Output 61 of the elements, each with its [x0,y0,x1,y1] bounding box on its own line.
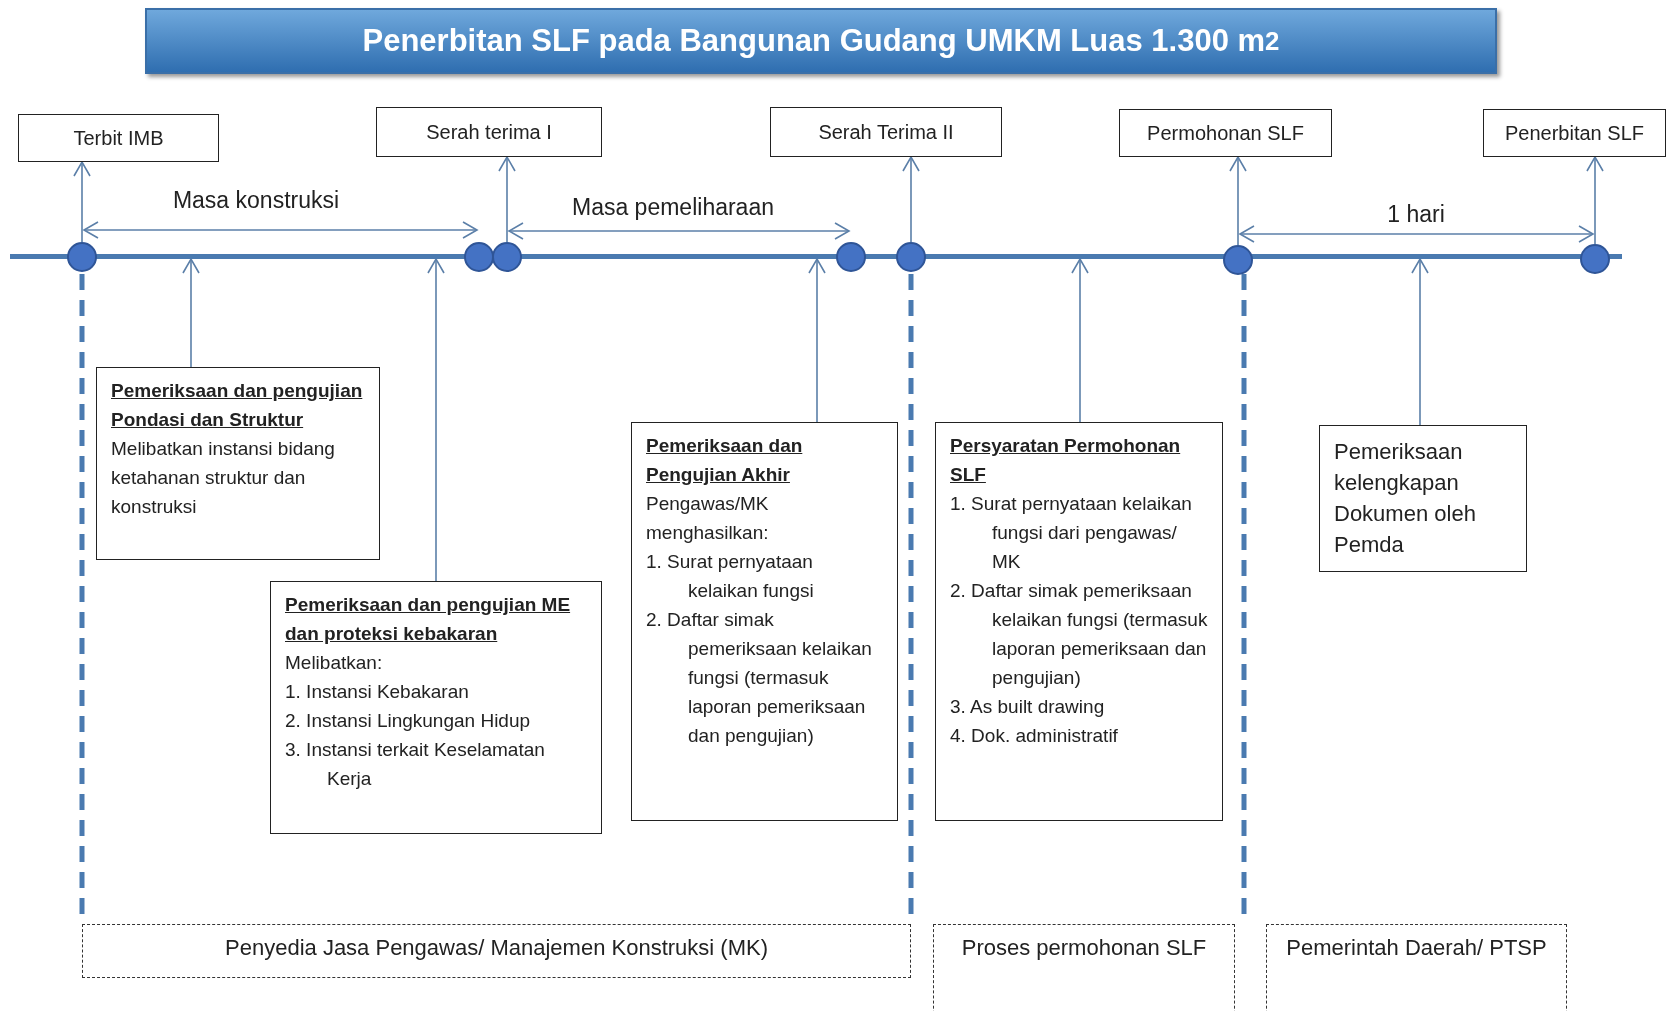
responsible-party-box [82,924,911,978]
list-item: 2. Daftar simak pemeriksaan kelaikan fungsi (termasuk laporan pemeriksaan dan pengujian) [646,608,873,748]
span-arrow [508,222,850,240]
activity-heading: Pemeriksaan dan pengujian Pondasi dan Struktur [111,379,364,432]
milestone-label: Terbit IMB [73,126,164,150]
timeline-dot [1223,245,1253,275]
activity-box [270,581,602,834]
activity-box [631,422,898,821]
activity-text: Pemeriksaan kelengkapan Dokumen oleh Pemda [1334,438,1477,559]
arrow [902,156,920,243]
edge-label: 1 hari [1387,201,1445,228]
milestone-box [376,107,602,157]
party-label: Pemerintah Daerah/ PTSP [1285,934,1548,962]
arrow [182,258,200,368]
activity-box [935,422,1223,821]
responsible-party-box [1266,924,1567,1011]
arrow [1229,156,1247,246]
span-arrow [83,221,478,239]
timeline-dot [67,242,97,272]
arrow [73,161,91,243]
timeline-dot [492,242,522,272]
list-item: 1. Surat pernyataan kelaikan fungsi dari pengawas/ MK [950,492,1193,574]
list-item: 3. As built drawing [950,695,1106,719]
span-arrow [1239,225,1594,243]
edge-label: Masa pemeliharaan [572,194,774,221]
list-item: 2. Instansi Lingkungan Hidup [285,709,532,733]
milestone-box [18,114,219,162]
arrow [808,258,826,423]
milestone-label: Permohonan SLF [1147,121,1304,145]
list-item: 1. Instansi Kebakaran [285,680,470,704]
list-item: 3. Instansi terkait Keselamatan Kerja [285,738,546,791]
timeline-dot [896,242,926,272]
arrow [498,156,516,243]
party-label: Proses permohonan SLF [960,934,1208,962]
activity-heading: Pemeriksaan dan pengujian ME dan proteksi kebakaran [285,593,572,646]
timeline-dot [836,242,866,272]
milestone-box [1483,109,1666,157]
milestone-label: Serah terima I [426,120,552,144]
activity-heading: Pemeriksaan dan Pengujian Akhir [646,434,804,487]
edge-label: Masa konstruksi [172,187,340,214]
milestone-label: Penerbitan SLF [1505,121,1644,145]
activity-box [1319,425,1527,572]
activity-text: Pengawas/MK menghasilkan: [646,492,770,545]
timeline-dot [464,242,494,272]
activity-box [96,367,380,560]
activity-text: Melibatkan instansi bidang ketahanan struktur dan konstruksi [111,437,336,519]
arrow [427,258,445,582]
milestone-box [770,107,1002,157]
timeline-dot [1580,244,1610,274]
activity-heading: Persyaratan Permohonan SLF [950,434,1182,487]
list-item: 1. Surat pernyataan kelaikan fungsi [646,550,815,603]
party-label: Penyedia Jasa Pengawas/ Manajemen Konstruksi (MK) [224,934,769,962]
milestone-label: Serah Terima II [818,120,954,144]
list-item: 4. Dok. administratif [950,724,1119,748]
list-item: 2. Daftar simak pemeriksaan kelaikan fungsi (termasuk laporan pemeriksaan dan pengujian) [950,579,1208,690]
responsible-party-box [933,924,1235,1011]
activity-text: Melibatkan: [285,651,384,675]
arrow [1411,258,1429,426]
arrow [1586,156,1604,245]
milestone-box [1119,109,1332,157]
arrow [1071,258,1089,423]
